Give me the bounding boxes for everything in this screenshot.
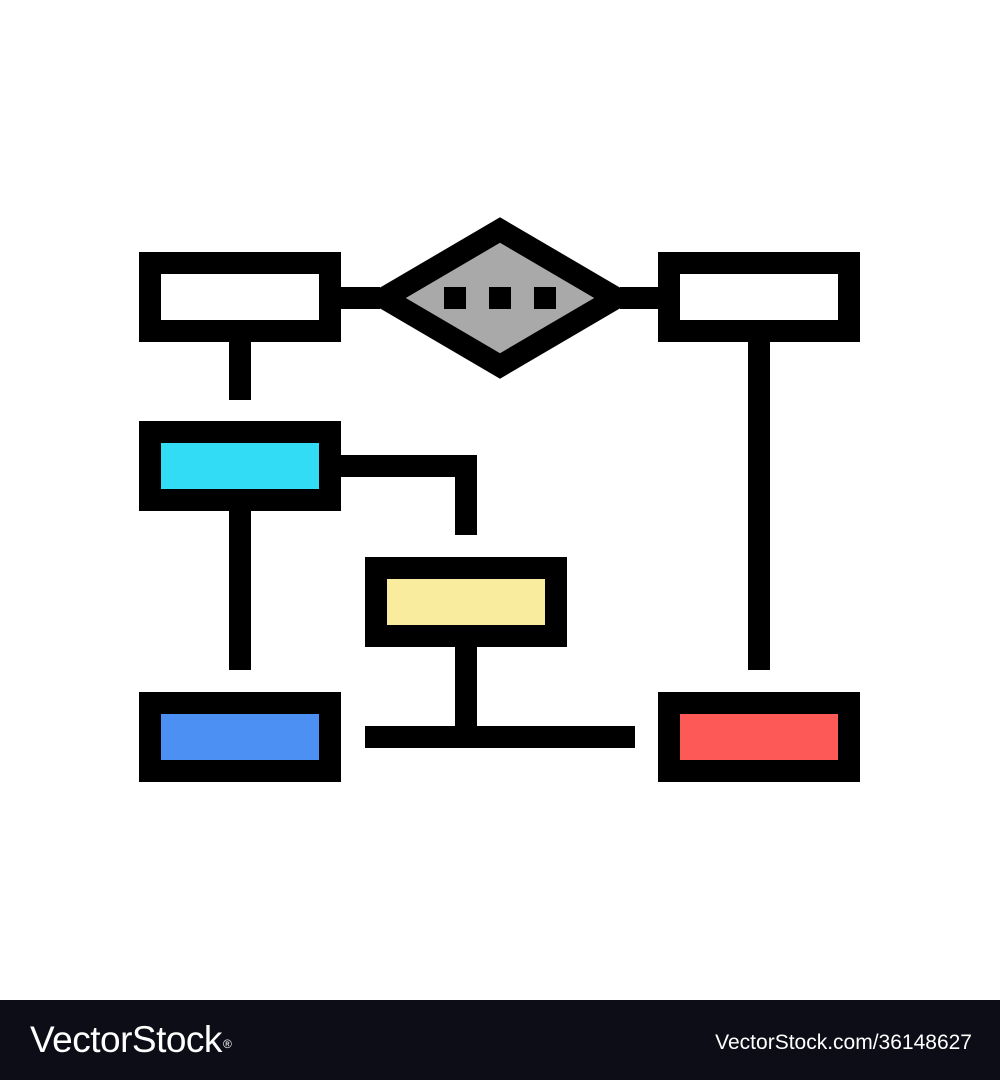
connector-cyan-right <box>340 455 477 477</box>
box-red <box>658 692 860 782</box>
registered-mark: ® <box>222 1037 232 1051</box>
connector-bottom-bar <box>365 726 635 748</box>
connector-right-down <box>748 340 770 670</box>
watermark-footer: VectorStock® VectorStock.com/36148627 <box>0 1000 1000 1080</box>
diamond-dot-3 <box>534 287 556 309</box>
connector-left-to-diamond <box>340 287 380 309</box>
connector-topleft-down <box>229 340 251 400</box>
box-top-right <box>658 252 860 342</box>
box-yellow <box>365 557 567 647</box>
vectorstock-logo[interactable]: VectorStock® <box>30 1018 232 1062</box>
connector-yellow-down <box>455 645 477 727</box>
connector-cyan-down <box>229 510 251 670</box>
box-cyan <box>139 421 341 511</box>
box-blue <box>139 692 341 782</box>
diamond-dot-1 <box>444 287 466 309</box>
flowchart-icon <box>139 217 860 782</box>
connector-cyan-elbow-down <box>455 455 477 535</box>
diamond-dot-2 <box>489 287 511 309</box>
image-credit[interactable]: VectorStock.com/36148627 <box>715 1031 972 1054</box>
brand-name: VectorStock <box>30 1019 222 1060</box>
box-top-left <box>139 252 341 342</box>
connector-diamond-to-right <box>620 287 660 309</box>
flowchart-illustration <box>139 217 860 782</box>
